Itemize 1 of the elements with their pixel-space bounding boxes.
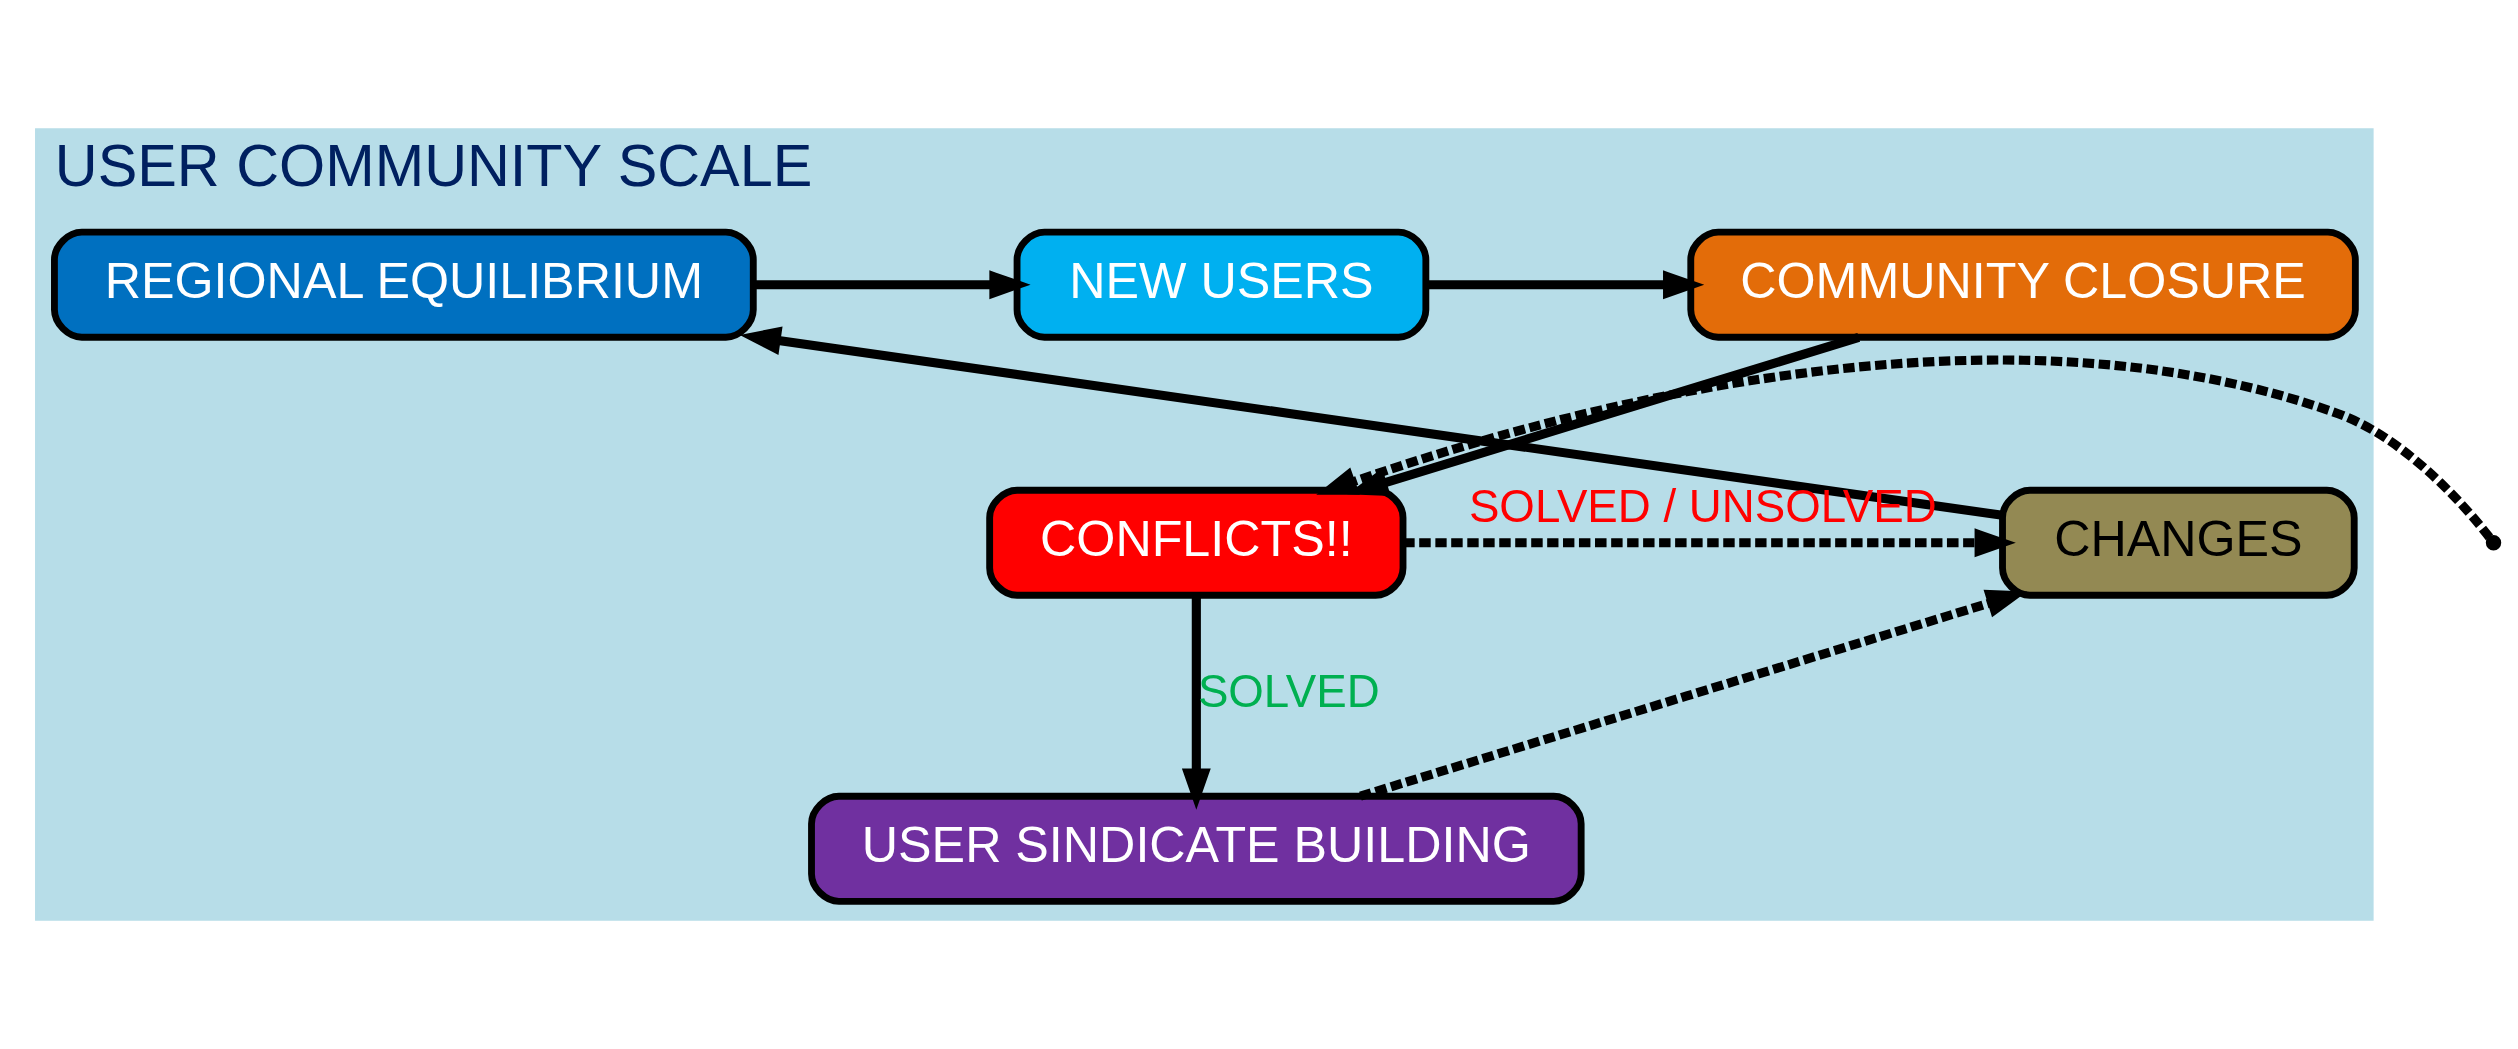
edge-label: SOLVED / UNSOLVED (1468, 481, 1937, 533)
